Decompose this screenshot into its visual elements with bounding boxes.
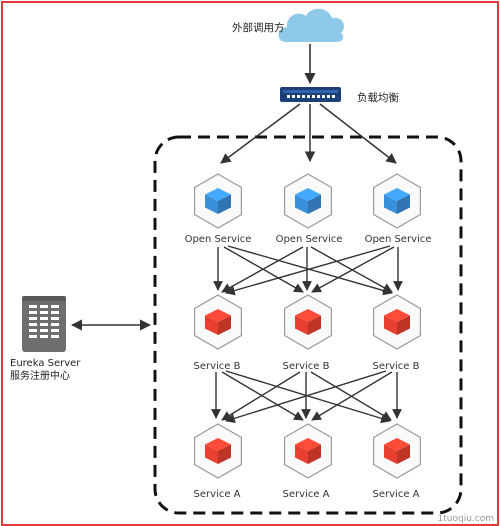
- cube-icon: [295, 444, 308, 464]
- service-a-label: Service A: [193, 489, 241, 500]
- eureka-name: Eureka Server: [10, 358, 81, 369]
- service-b-label: Service B: [282, 361, 330, 372]
- load-balancer-label: 负载均衡: [357, 92, 399, 104]
- cube-icon: [308, 194, 321, 214]
- cube-icon: [295, 315, 308, 335]
- service-node-open: [284, 173, 332, 229]
- cube-icon: [308, 444, 321, 464]
- cube-icon: [308, 315, 321, 335]
- eureka-subtitle: 服务注册中心: [10, 371, 70, 382]
- eureka-label: Eureka Server 服务注册中心: [10, 357, 80, 383]
- service-b-label: Service B: [372, 361, 420, 372]
- service-node-b: [373, 294, 421, 350]
- open-service-label: Open Service: [364, 234, 432, 245]
- cube-icon: [384, 444, 397, 464]
- service-node-open: [373, 173, 421, 229]
- service-a-label: Service A: [282, 489, 330, 500]
- cube-icon: [397, 315, 410, 335]
- cube-icon: [205, 315, 218, 335]
- cloud-icon: [278, 8, 345, 42]
- cube-icon: [205, 444, 218, 464]
- service-node-a: [194, 423, 242, 479]
- cube-icon: [218, 315, 231, 335]
- service-node-a: [373, 423, 421, 479]
- cube-icon: [397, 194, 410, 214]
- b-to-a-arrows: [211, 370, 402, 424]
- cube-icon: [218, 194, 231, 214]
- cube-icon: [218, 444, 231, 464]
- service-node-open: [194, 173, 242, 229]
- lb-arrows: [220, 103, 397, 164]
- switch-icon: [280, 87, 341, 102]
- cube-icon: [384, 315, 397, 335]
- cube-icon: [384, 194, 397, 214]
- cube-icon: [205, 194, 218, 214]
- caller-label: 外部调用方: [232, 22, 285, 34]
- open-service-label: Open Service: [184, 234, 252, 245]
- server-icon: [22, 296, 66, 352]
- service-b-label: Service B: [193, 361, 241, 372]
- open-service-label: Open Service: [275, 234, 343, 245]
- service-node-a: [284, 423, 332, 479]
- service-node-b: [194, 294, 242, 350]
- open-to-b-arrows: [213, 245, 403, 296]
- service-a-label: Service A: [372, 489, 420, 500]
- cube-icon: [295, 194, 308, 214]
- service-cluster-boundary: [153, 135, 463, 515]
- watermark: 1tuoqiu.com: [437, 514, 494, 524]
- cube-icon: [397, 444, 410, 464]
- service-node-b: [284, 294, 332, 350]
